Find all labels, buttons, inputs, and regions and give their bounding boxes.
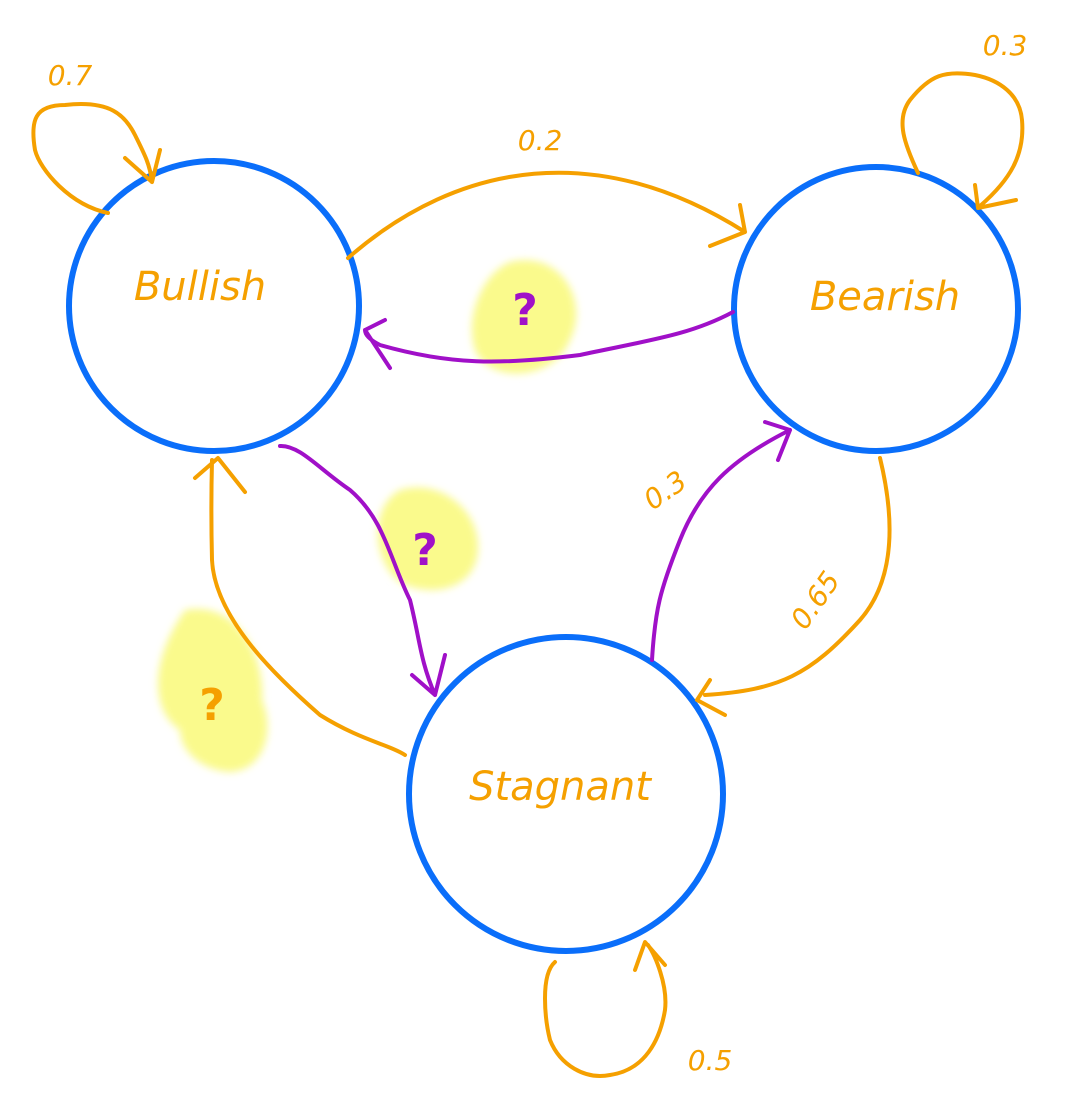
- node-bullish[interactable]: Bullish: [66, 158, 362, 454]
- highlight-bearish-bullish: [471, 260, 577, 374]
- label-bearish-to-bullish: ?: [512, 285, 538, 336]
- edge-stagnant-to-bearish: [650, 420, 792, 662]
- label-stagnant-to-bearish: 0.3: [638, 464, 693, 517]
- label-bearish-self: 0.3: [983, 29, 1028, 62]
- node-stagnant[interactable]: Stagnant: [406, 634, 726, 954]
- node-label-stagnant: Stagnant: [469, 764, 652, 810]
- node-label-bearish: Bearish: [810, 274, 960, 320]
- label-bullish-to-stagnant: ?: [412, 525, 438, 576]
- label-stagnant-to-bullish: ?: [199, 680, 225, 731]
- node-circle-stagnant: [406, 634, 726, 954]
- node-label-bullish: Bullish: [134, 264, 266, 310]
- label-bearish-to-stagnant: 0.65: [784, 565, 847, 635]
- label-bullish-to-bearish: 0.2: [518, 124, 563, 157]
- node-circle-bullish: [66, 158, 362, 454]
- edge-bullish-to-bearish: [346, 170, 747, 260]
- highlight-bullish-stagnant: [377, 487, 479, 590]
- label-stagnant-self: 0.5: [688, 1044, 733, 1077]
- edge-bearish-self: [900, 71, 1025, 210]
- edge-bearish-to-stagnant: [695, 456, 892, 717]
- edge-bullish-self: [31, 102, 162, 215]
- label-bullish-self: 0.7: [48, 59, 93, 92]
- highlight-stagnant-bullish: [158, 608, 268, 772]
- node-circle-bearish: [731, 164, 1021, 454]
- node-bearish[interactable]: Bearish: [731, 164, 1021, 454]
- edge-bullish-to-stagnant: [278, 443, 447, 697]
- edge-bearish-to-bullish: [363, 310, 735, 370]
- edges: [31, 71, 1025, 1078]
- edge-stagnant-self: [543, 940, 668, 1078]
- edge-stagnant-to-bullish: [193, 456, 407, 757]
